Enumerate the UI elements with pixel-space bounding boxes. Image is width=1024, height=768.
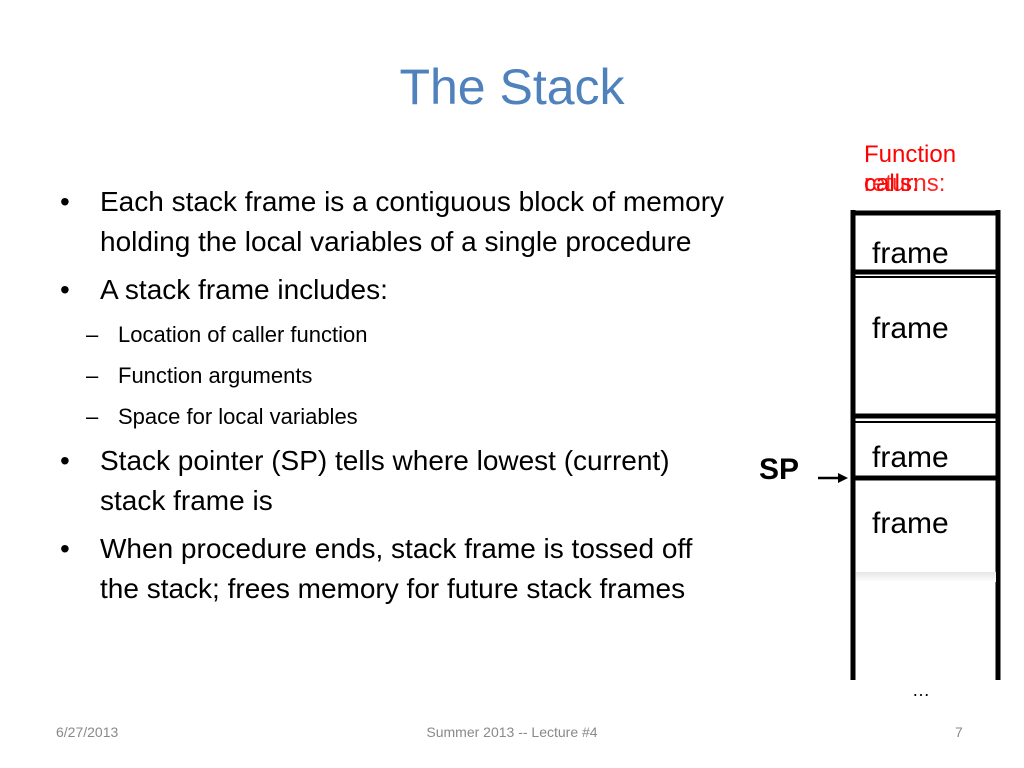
- bullet-dot: •: [60, 445, 70, 476]
- slide-title: The Stack: [399, 59, 625, 115]
- sub-bullet-text: Space for local variables: [118, 404, 358, 429]
- sub-bullet-text: Location of caller function: [118, 322, 368, 347]
- page-number: 7: [955, 724, 963, 740]
- bullet-item: • When procedure ends, stack frame is to…: [56, 529, 736, 609]
- bullet-text: Each stack frame is a contiguous block o…: [100, 186, 725, 257]
- bullet-item: • A stack frame includes:: [56, 270, 736, 310]
- frame-label: frame: [872, 441, 949, 474]
- function-label: Function: [864, 140, 956, 169]
- sub-bullet-item: – Location of caller function: [56, 318, 736, 352]
- sub-bullet-item: – Function arguments: [56, 359, 736, 393]
- sub-bullet-dash: –: [86, 404, 99, 429]
- sub-bullet-text: Function arguments: [118, 363, 313, 388]
- frame-label: frame: [872, 507, 949, 540]
- frame-label: frame: [872, 312, 949, 345]
- bullet-item: • Stack pointer (SP) tells where lowest …: [56, 441, 736, 521]
- bullet-dot: •: [60, 274, 70, 305]
- calls-label: calls:: [864, 170, 919, 197]
- sub-bullet-dash: –: [86, 322, 99, 347]
- sub-bullet-item: – Space for local variables: [56, 400, 736, 434]
- bullet-dot: •: [60, 533, 70, 564]
- bullet-text: A stack frame includes:: [100, 274, 388, 305]
- bullet-item: • Each stack frame is a contiguous block…: [56, 182, 736, 262]
- ellipsis: …: [912, 680, 930, 700]
- sp-arrow-head: [838, 473, 848, 483]
- sub-bullet-dash: –: [86, 363, 99, 388]
- sp-label: SP: [759, 453, 800, 486]
- function-label-text: Function: [864, 141, 957, 168]
- returns-label: returns:: [864, 170, 946, 197]
- bullet-text: Stack pointer (SP) tells where lowest (c…: [100, 445, 670, 516]
- footer-center: Summer 2013 -- Lecture #4: [426, 724, 598, 740]
- frame-label: frame: [872, 237, 949, 270]
- footer-date: 6/27/2013: [56, 724, 119, 740]
- bullet-list: • Each stack frame is a contiguous block…: [56, 182, 736, 617]
- bullet-text: When procedure ends, stack frame is toss…: [100, 533, 693, 604]
- frame-bottom-shadow: [856, 572, 996, 582]
- bullet-dot: •: [60, 186, 70, 217]
